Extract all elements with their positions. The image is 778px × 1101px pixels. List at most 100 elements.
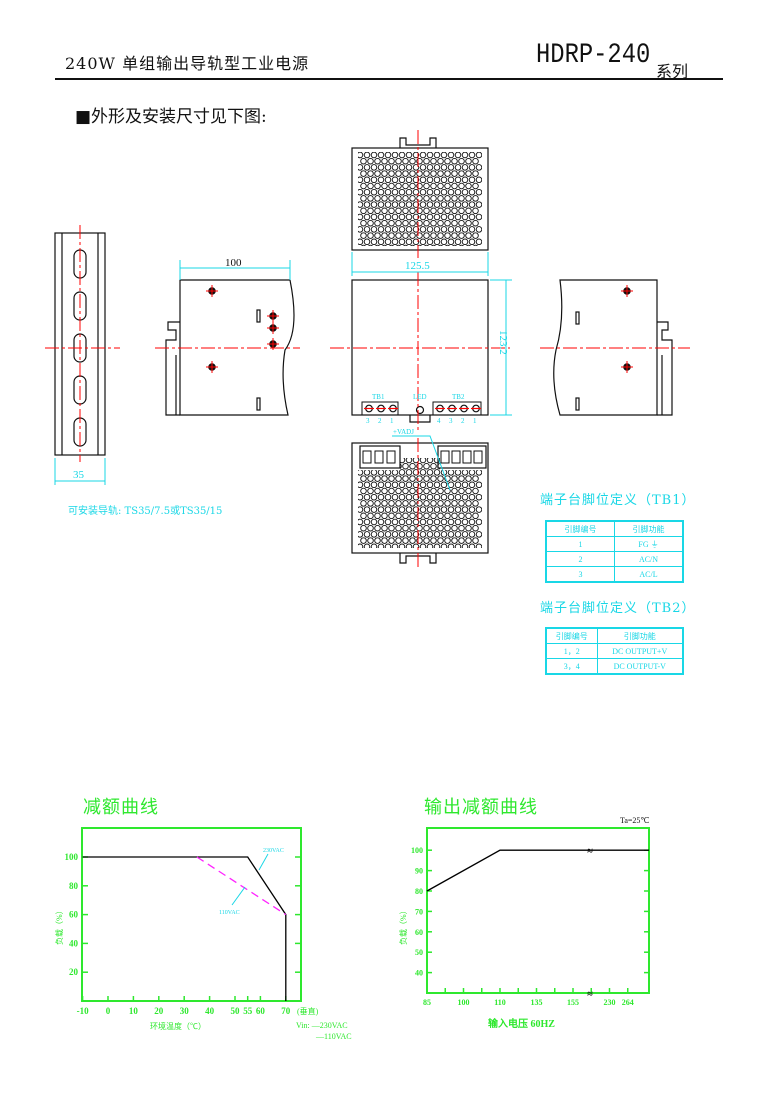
vent-hole (402, 524, 409, 532)
vent-hole (468, 164, 476, 171)
vent-hole (377, 493, 385, 501)
vent-hole (367, 182, 374, 190)
y-tick-label: 60 (415, 928, 423, 937)
vent-hole (419, 493, 427, 501)
vent-hole (419, 188, 427, 196)
vent-hole (423, 157, 430, 165)
x-tick-label: 50 (231, 1006, 241, 1016)
vent-hole (475, 164, 482, 171)
vent-hole (461, 226, 469, 233)
vent-hole (440, 152, 448, 159)
vent-hole (388, 157, 395, 165)
vent-hole (388, 512, 395, 520)
vent-hole (395, 537, 402, 544)
vent-hole (384, 188, 392, 196)
y-axis-label: 负载（%） (398, 906, 408, 945)
vent-hole (472, 512, 479, 520)
vent-hole (405, 506, 413, 513)
vent-hole (430, 537, 437, 544)
x-tick-label: -10 (77, 1006, 89, 1016)
vent-hole (468, 518, 476, 526)
vent-hole (395, 182, 402, 190)
axis-break-icon: ≈ (587, 989, 593, 1000)
vent-hole (465, 207, 472, 215)
vent-hole (360, 500, 367, 507)
vent-hole (388, 182, 395, 190)
vent-hole (374, 182, 381, 190)
vent-hole (391, 201, 399, 208)
vent-hole (381, 182, 388, 190)
series-load (426, 849, 649, 892)
y-tick-label: 100 (411, 846, 423, 855)
vent-hole (465, 524, 472, 532)
vent-hole (461, 481, 469, 489)
vent-hole (395, 524, 402, 532)
vent-hole (367, 475, 374, 482)
vent-hole (475, 226, 482, 233)
vent-hole (423, 475, 430, 482)
vent-hole (433, 176, 441, 184)
vent-hole (426, 481, 434, 489)
vent-hole (433, 493, 441, 501)
vent-hole (370, 493, 378, 501)
vent-hole (384, 481, 392, 489)
vent-hole (430, 232, 437, 239)
vent-hole (451, 524, 458, 532)
vent-hole (358, 201, 364, 208)
vent-hole (458, 244, 465, 246)
vent-hole (475, 213, 482, 221)
y-tick-label: 90 (415, 867, 423, 876)
vent-hole (437, 195, 444, 202)
tb1-pin: 1 (390, 417, 394, 425)
vent-hole (465, 182, 472, 190)
vent-hole (358, 493, 364, 501)
vent-hole (468, 188, 476, 196)
vent-hole (426, 493, 434, 501)
vent-hole (402, 512, 409, 520)
vent-hole (454, 164, 462, 171)
vent-hole (360, 475, 367, 482)
vent-hole (377, 213, 385, 221)
vent-hole (416, 195, 423, 202)
vent-hole (472, 500, 479, 507)
vent-hole (398, 506, 406, 513)
vent-hole (360, 170, 367, 177)
chart1-title: 减额曲线 (83, 797, 159, 818)
vent-hole (465, 500, 472, 507)
vent-hole (391, 518, 399, 526)
vent-hole (412, 238, 420, 246)
vent-hole (444, 157, 451, 165)
vent-hole (447, 531, 455, 538)
vent-hole (391, 176, 399, 184)
vent-hole (465, 219, 472, 227)
vent-hole (363, 213, 371, 221)
vent-hole (381, 232, 388, 239)
vent-hole (381, 207, 388, 215)
vent-hole (416, 500, 423, 507)
vent-hole (454, 201, 462, 208)
vent-hole (468, 201, 476, 208)
vent-hole (458, 170, 465, 177)
y-tick-label: 20 (69, 967, 79, 977)
vent-hole (363, 531, 371, 538)
vent-hole (398, 213, 406, 221)
vent-hole (377, 238, 385, 246)
vent-hole (370, 543, 378, 548)
vent-hole (405, 518, 413, 526)
terminal-slot (362, 450, 372, 464)
vent-hole (461, 188, 469, 196)
vent-hole (391, 164, 399, 171)
vent-hole (444, 207, 451, 215)
vent-hole (426, 188, 434, 196)
vent-hole (458, 500, 465, 507)
vent-hole (440, 164, 448, 171)
ambient-note: Ta=25℃ (620, 816, 649, 825)
vent-hole (475, 201, 482, 208)
vent-hole (402, 500, 409, 507)
vent-hole (409, 524, 416, 532)
vent-hole (367, 537, 374, 544)
